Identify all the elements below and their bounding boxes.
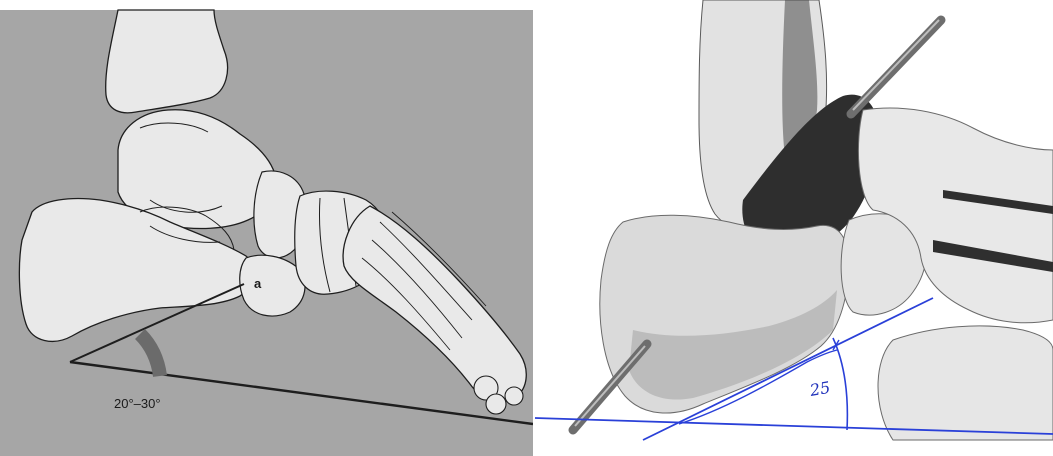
right-figure-calcaneus-photo: 25 bbox=[533, 0, 1053, 456]
angle-value-label: 25 bbox=[807, 378, 831, 400]
phalanx-head bbox=[505, 387, 523, 405]
angle-range-label: 20°–30° bbox=[114, 396, 161, 411]
top-margin bbox=[0, 0, 533, 10]
point-label-a: a bbox=[254, 276, 262, 291]
left-figure-foot-drawing: a 20°–30° bbox=[0, 0, 533, 456]
foot-line-drawing: a 20°–30° bbox=[0, 0, 533, 456]
calcaneus-photo-drawing: 25 bbox=[533, 0, 1053, 456]
sesamoid-bone-2 bbox=[486, 394, 506, 414]
lower-forefoot bbox=[878, 326, 1053, 440]
tibia-bone bbox=[106, 10, 228, 113]
